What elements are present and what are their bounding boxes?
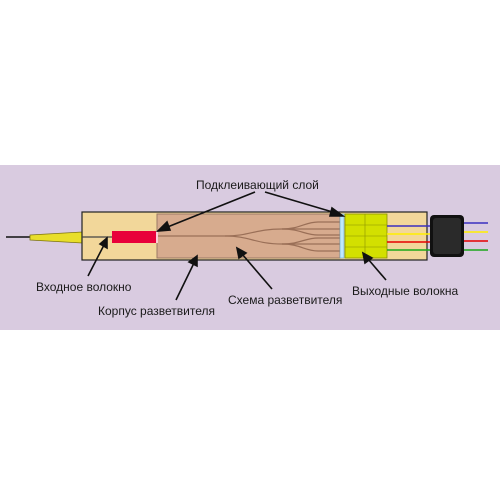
label-splitter-housing: Корпус разветвителя [98,304,215,318]
arrow-adhesive-right [264,191,337,214]
input-fiber-tip [156,231,158,243]
input-fiber-marker [112,231,158,243]
label-splitter-circuit: Схема разветвителя [228,293,343,307]
arrow-circuit [241,253,273,290]
arrow-housing [175,262,195,301]
label-adhesive-layer: Подклеивающий слой [196,178,319,192]
label-input-fiber: Входное волокно [36,280,132,294]
arrow-input-fiber [87,244,105,277]
cable-boot-icon [29,231,83,244]
arrow-output-fibers [367,258,387,281]
arrow-adhesive-left [164,191,256,229]
leader-arrows [87,191,387,301]
cable-jacket-inner [433,218,461,254]
label-output-fibers: Выходные волокна [352,284,459,298]
block-grooves [345,214,387,258]
splitter-waveguides [157,221,340,252]
adhesive-layer [339,213,345,259]
